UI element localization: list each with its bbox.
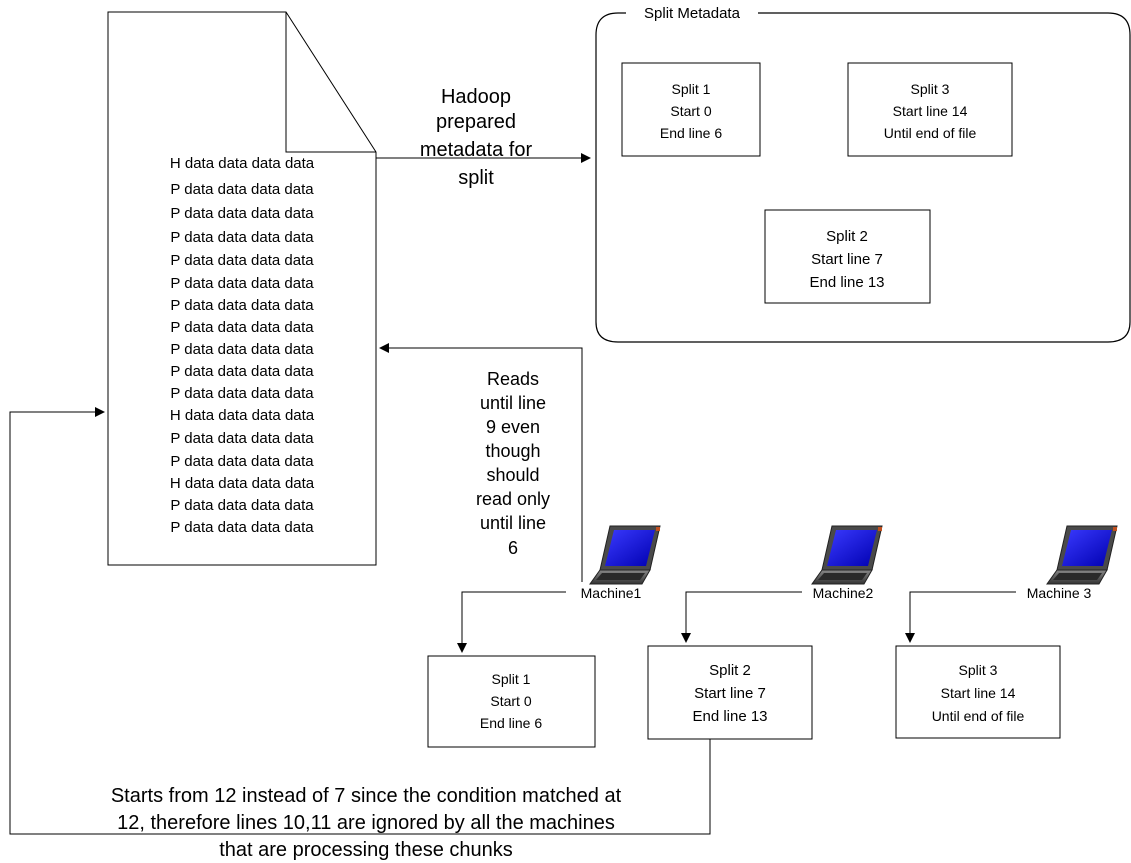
svg-text:9 even: 9 even — [486, 417, 540, 437]
document-page — [107, 11, 377, 566]
svg-text:until line: until line — [480, 513, 546, 533]
meta-split3-line: Start line 14 — [893, 103, 968, 119]
doc-line: P data data data data — [170, 430, 314, 447]
svg-text:Starts from 12 instead of 7 si: Starts from 12 instead of 7 since the co… — [111, 785, 622, 807]
svg-text:Reads: Reads — [487, 369, 539, 389]
machine2-label: Machine2 — [813, 585, 874, 601]
machine3-laptop-icon — [1046, 525, 1118, 585]
split3-line: Split 3 — [959, 662, 998, 678]
meta-split1-line: Split 1 — [672, 81, 711, 97]
split1-box — [427, 655, 596, 748]
split3-line: Until end of file — [932, 708, 1025, 724]
split3-line: Start line 14 — [941, 685, 1016, 701]
split2-box — [647, 645, 813, 740]
arrow-machine3-to-split3 — [905, 591, 1016, 643]
machine2-laptop-icon — [811, 525, 883, 585]
svg-text:though: though — [485, 441, 540, 461]
doc-line: P data data data data — [170, 497, 314, 514]
doc-line: H data data data data — [170, 155, 315, 172]
document-lines: H data data data data P data data data d… — [170, 155, 315, 536]
doc-line: P data data data data — [170, 275, 314, 292]
doc-line: P data data data data — [170, 252, 314, 269]
meta-split2-line: Split 2 — [826, 228, 868, 245]
svg-text:split: split — [458, 167, 494, 189]
metadata-panel — [595, 12, 1131, 343]
svg-text:prepared: prepared — [436, 111, 516, 133]
svg-text:read only: read only — [476, 489, 550, 509]
doc-line: P data data data data — [170, 453, 314, 470]
doc-line: P data data data data — [170, 297, 314, 314]
doc-line: P data data data data — [170, 181, 314, 198]
meta-split3-line: Until end of file — [884, 125, 977, 141]
reads-note: Reads until line 9 even though should re… — [476, 369, 550, 558]
meta-split2-line: Start line 7 — [811, 251, 883, 268]
meta-split1-box — [621, 62, 761, 157]
split1-line: Split 1 — [492, 671, 531, 687]
arrow-split2-to-line12 — [9, 407, 711, 835]
split1-line: Start 0 — [490, 693, 531, 709]
metadata-title: Split Metadata — [644, 5, 741, 22]
meta-split2-line: End line 13 — [809, 274, 884, 291]
doc-line: P data data data data — [170, 363, 314, 380]
doc-line: P data data data data — [170, 385, 314, 402]
machine1-laptop-icon — [589, 525, 661, 585]
metadata-title-bg — [626, 4, 758, 22]
arrow-label-hadoop: Hadoop prepared metadata for split — [420, 86, 533, 189]
svg-text:Hadoop: Hadoop — [441, 86, 511, 108]
doc-line: P data data data data — [170, 519, 314, 536]
svg-text:metadata for: metadata for — [420, 139, 533, 161]
doc-line: P data data data data — [170, 341, 314, 358]
doc-line: H data data data data — [170, 475, 315, 492]
split3-box — [895, 645, 1061, 739]
svg-text:until line: until line — [480, 393, 546, 413]
document-fold — [285, 12, 376, 153]
arrow-reads-until-line9 — [379, 343, 583, 582]
doc-line: P data data data data — [170, 205, 314, 222]
machine1-label: Machine1 — [581, 585, 642, 601]
split2-line: Start line 7 — [694, 685, 766, 702]
meta-split2-box — [764, 209, 931, 304]
svg-text:12, therefore lines 10,11 are: 12, therefore lines 10,11 are ignored by… — [117, 812, 615, 834]
svg-text:should: should — [486, 465, 539, 485]
machine3-label: Machine 3 — [1027, 585, 1092, 601]
svg-text:that are processing these chun: that are processing these chunks — [219, 839, 513, 861]
doc-line: P data data data data — [170, 319, 314, 336]
doc-line: H data data data data — [170, 407, 315, 424]
split2-line: End line 13 — [692, 708, 767, 725]
split2-line: Split 2 — [709, 662, 751, 679]
svg-text:6: 6 — [508, 538, 518, 558]
meta-split3-box — [847, 62, 1013, 157]
meta-split1-line: Start 0 — [670, 103, 711, 119]
arrow-machine1-to-split1 — [457, 591, 566, 653]
meta-split1-line: End line 6 — [660, 125, 722, 141]
arrow-machine2-to-split2 — [681, 591, 802, 643]
meta-split3-line: Split 3 — [911, 81, 950, 97]
split1-line: End line 6 — [480, 715, 542, 731]
bottom-note: Starts from 12 instead of 7 since the co… — [111, 785, 622, 861]
doc-line: P data data data data — [170, 229, 314, 246]
